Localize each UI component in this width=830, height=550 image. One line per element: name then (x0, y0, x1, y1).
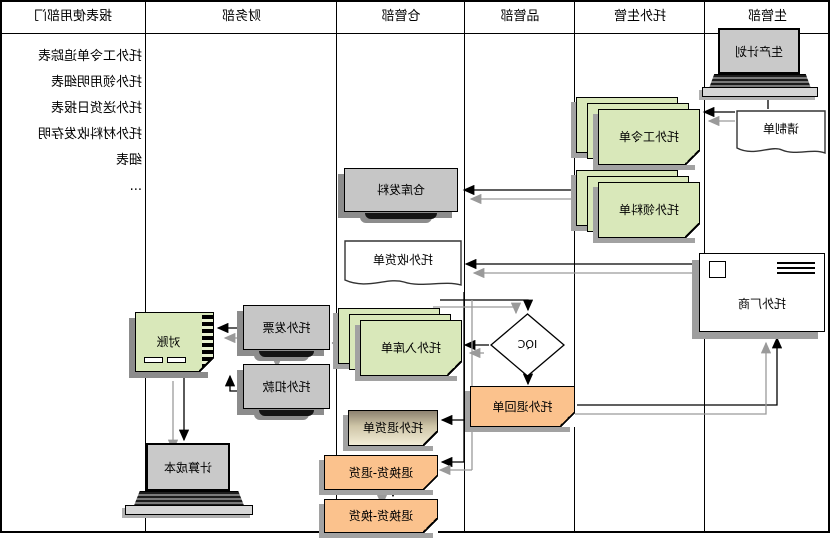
folded-corner (560, 412, 575, 427)
request-form-document: 请制单 (736, 110, 826, 158)
document-shape (344, 240, 462, 286)
outsource-deduction-label: 托外扣款 (262, 379, 311, 394)
reject-return-note-document: 托外退回单 (470, 386, 575, 427)
warehouse-issue-box: 仓库发料 (344, 168, 458, 212)
report-item: 托外材料收发存明 (37, 127, 142, 142)
folded-corner (423, 475, 438, 490)
vendor-box: 托外厂商 (699, 253, 825, 332)
work-order-label: 托外工令单 (619, 130, 680, 144)
production-plan-label: 生产计划 (735, 44, 784, 59)
report-item: 托外送货日报表 (50, 101, 142, 116)
cost-calculation-computer-icon: 计算成本 (125, 443, 253, 515)
stack-sheet-front: 托外工令单 (598, 109, 700, 165)
report-list: 托外工令单追踪表 托外领用明细表 托外送货日报表 托外材料收发存明 细表 ... (2, 44, 142, 200)
exchange-swap-document: 退换货-换货 (324, 499, 438, 533)
form-lines-icon (777, 262, 815, 277)
vendor-label: 托外厂商 (738, 296, 787, 311)
report-item: 细表 (115, 153, 142, 168)
cost-calculation-label: 计算成本 (164, 460, 213, 475)
exchange-swap-label: 退换货-换货 (348, 509, 414, 523)
flow-connectors (167, 96, 783, 507)
return-goods-note-document: 托外退货单 (348, 410, 438, 446)
warehouse-issue-label: 仓库发料 (377, 183, 426, 197)
stock-in-note-label: 托外入库单 (381, 341, 442, 355)
request-form-label: 请制单 (763, 122, 800, 136)
folded-corner (447, 361, 462, 376)
stack-sheet-front: 托外入库单 (360, 320, 462, 376)
material-requisition-label: 托外领料单 (619, 203, 680, 217)
diamond-shape (489, 313, 566, 377)
production-plan-computer-icon: 生产计划 (702, 28, 818, 97)
stack-sheet-front: 托外领料单 (598, 182, 700, 238)
production-plan-screen: 生产计划 (718, 28, 800, 74)
report-item: 托外工令单追踪表 (37, 49, 142, 64)
outsource-invoice-label: 托外发票 (262, 320, 311, 335)
stock-in-note-stack: 托外入库单 (338, 308, 462, 376)
cost-calculation-screen: 计算成本 (146, 443, 230, 491)
iqc-decision-diamond: IQC (489, 313, 566, 377)
exchange-return-document: 退换货-退货 (324, 455, 438, 490)
reject-return-note-label: 托外退回单 (492, 399, 553, 414)
folded-corner (685, 150, 700, 165)
laptop-base-icon (702, 87, 818, 97)
material-requisition-stack: 托外领料单 (576, 170, 700, 238)
exchange-return-label: 退换货-退货 (348, 465, 414, 480)
iqc-label: IQC (517, 338, 538, 351)
laptop-base-icon (125, 505, 253, 515)
reconciliation-ledger: 对账 (135, 312, 214, 372)
folded-corner (685, 223, 700, 238)
outsource-deduction-box: 托外扣款 (243, 364, 330, 409)
folded-corner (199, 357, 214, 372)
reconciliation-label: 对账 (156, 335, 181, 349)
receiving-note-label: 托外收货单 (373, 253, 434, 267)
report-item: 托外领用明细表 (50, 75, 142, 90)
report-item: ... (129, 179, 142, 194)
receiving-note-document: 托外收货单 (344, 240, 462, 292)
work-order-stack: 托外工令单 (576, 97, 700, 165)
folded-corner (423, 431, 438, 446)
document-shape (736, 110, 826, 155)
folded-corner (423, 518, 438, 533)
outsource-invoice-box: 托外发票 (243, 305, 330, 350)
